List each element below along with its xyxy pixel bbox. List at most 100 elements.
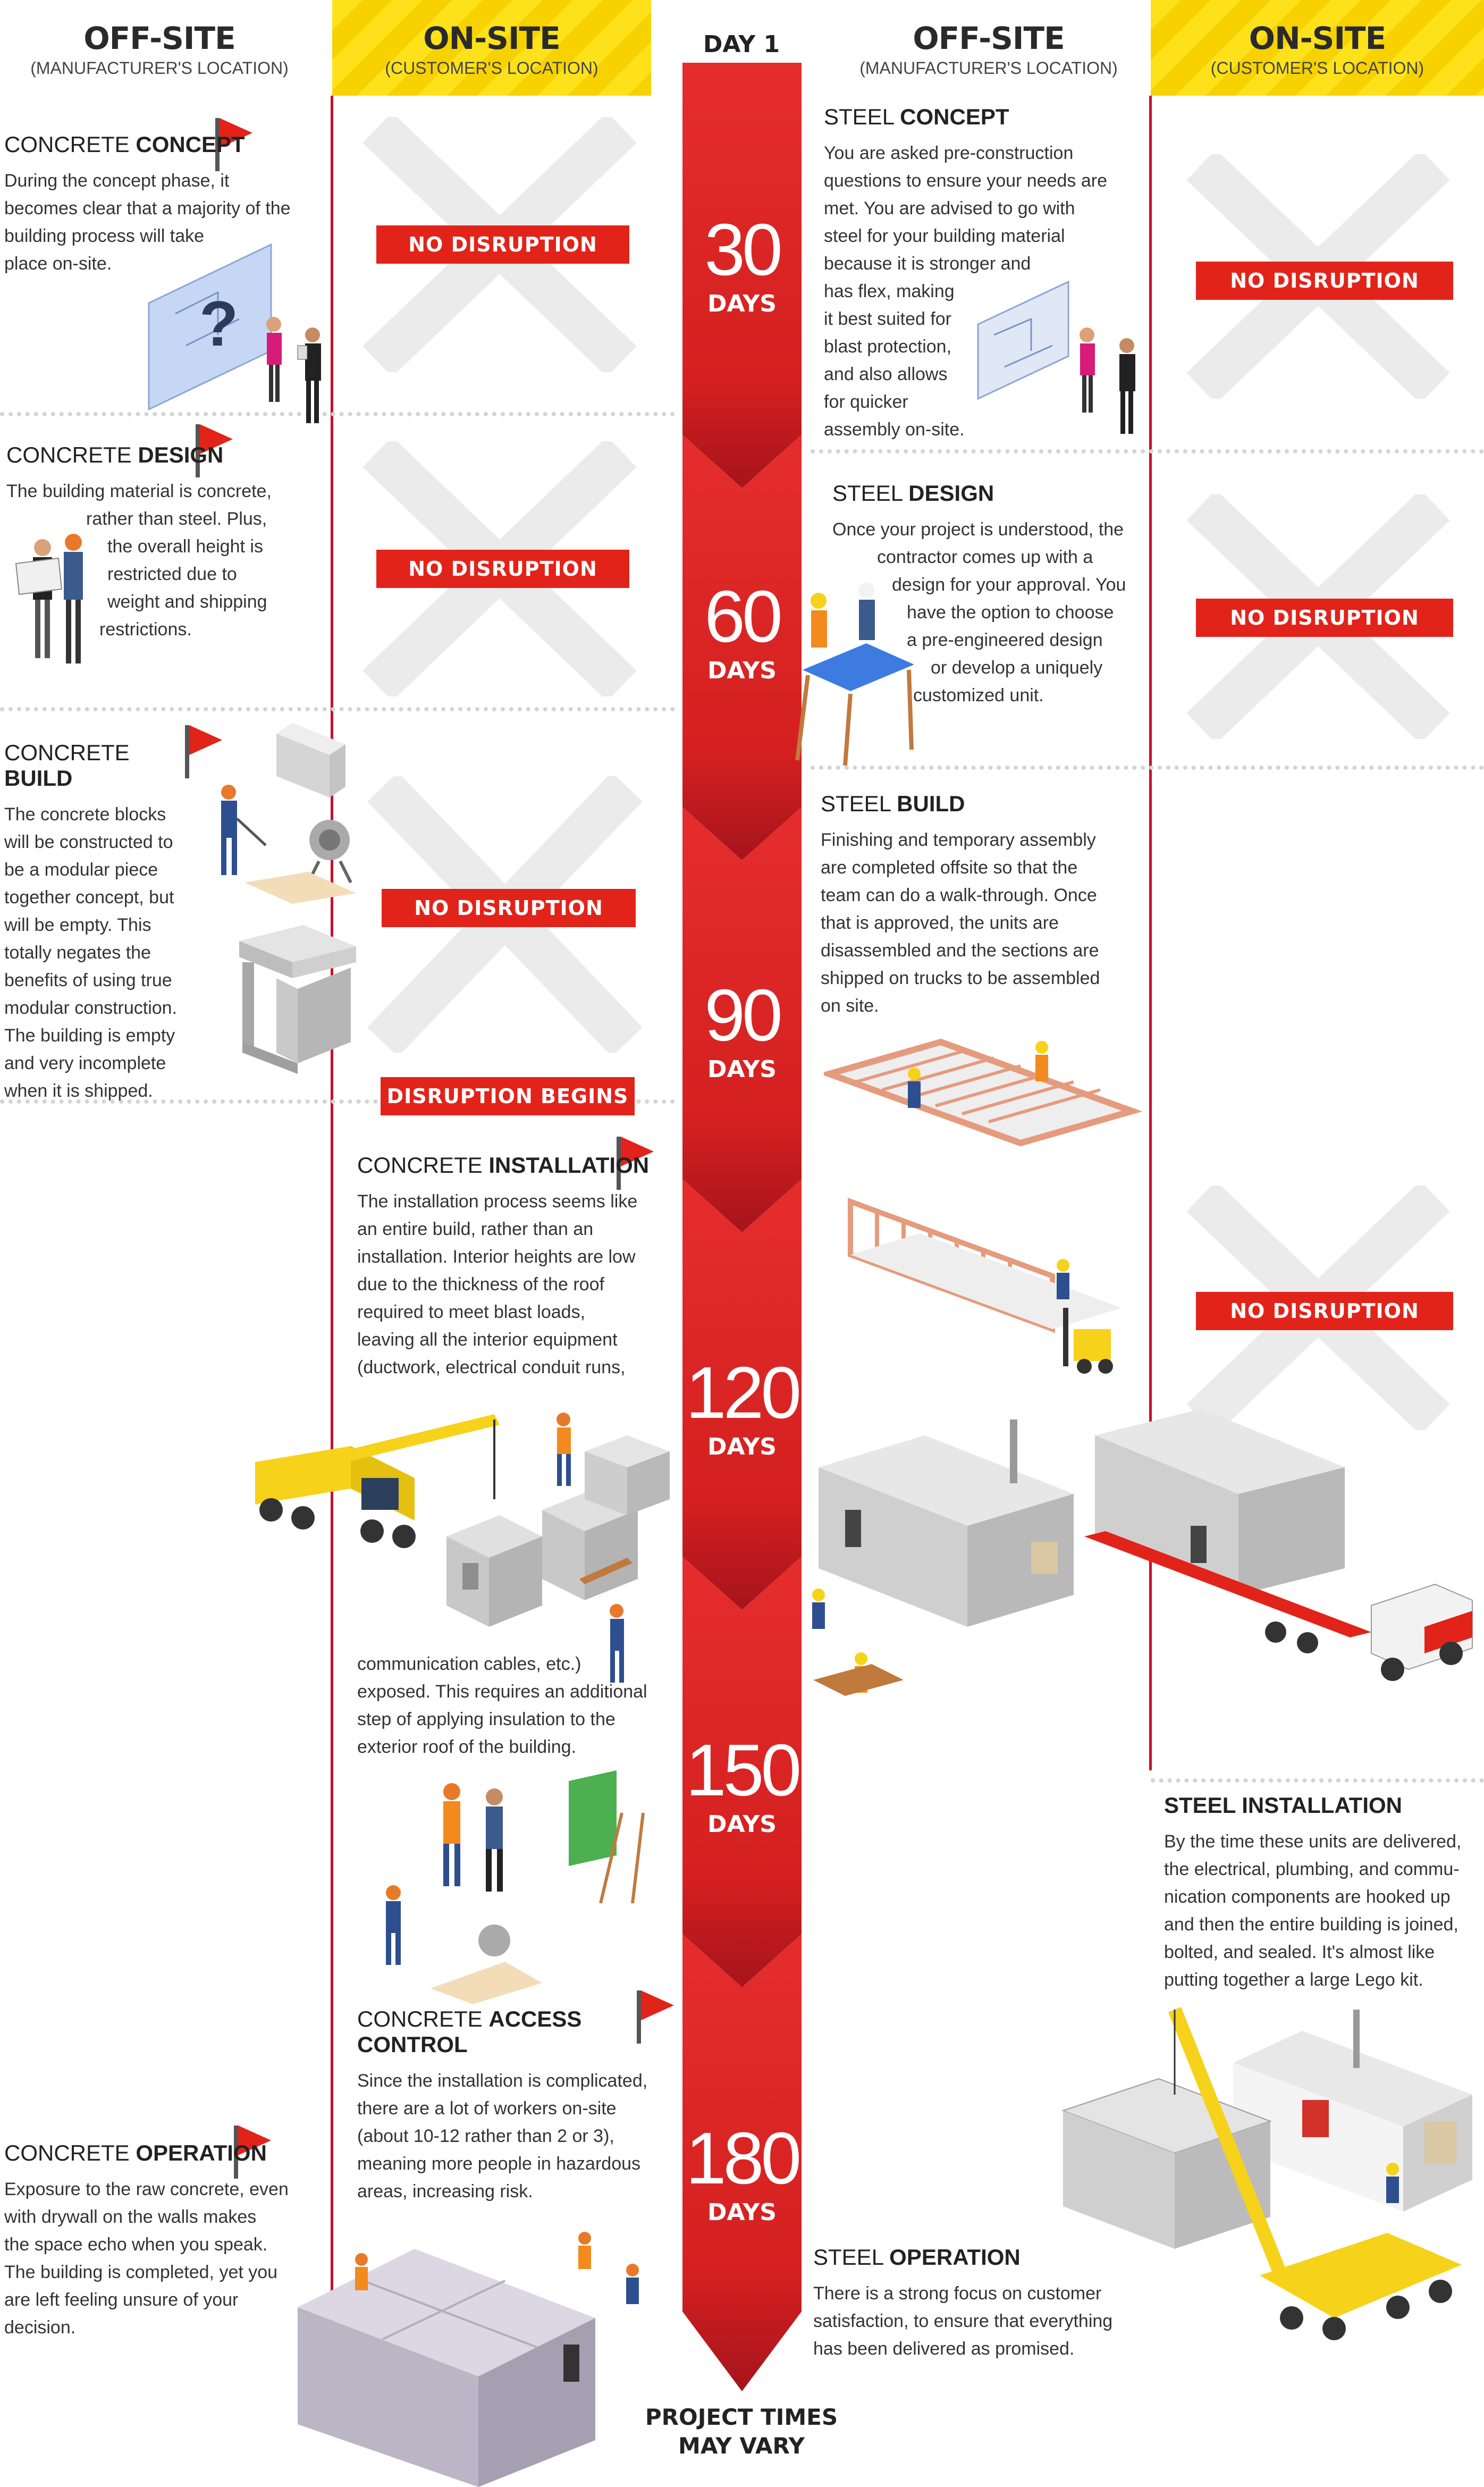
header-subtitle: (CUSTOMER'S LOCATION) xyxy=(1210,58,1424,78)
days-number: 180 xyxy=(685,2118,802,2199)
header-right-offsite: OFF-SITE (MANUFACTURER'S LOCATION) xyxy=(829,0,1148,96)
worker-icon xyxy=(812,1589,825,1629)
work-table xyxy=(813,1664,904,1696)
days-unit: DAYS xyxy=(707,1433,777,1460)
timeline-segment-3 xyxy=(682,807,802,1232)
question-mark-icon: ? xyxy=(199,288,238,359)
concrete-access-control-section: CONCRETE ACCESS CONTROL Since the instal… xyxy=(357,2006,665,2205)
header-left-offsite: OFF-SITE (MANUFACTURER'S LOCATION) xyxy=(0,0,319,96)
cement-mixer-icon xyxy=(478,1925,510,1956)
header-title: ON-SITE xyxy=(1249,20,1386,56)
concrete-design-section: CONCRETE DESIGN The building material is… xyxy=(6,442,315,643)
red-flag-icon xyxy=(234,2125,271,2179)
door-icon xyxy=(563,2345,579,2382)
worker-icon xyxy=(858,582,875,640)
concrete-build-illustration xyxy=(221,723,356,1074)
forklift-icon xyxy=(1063,1308,1113,1374)
no-disruption-badge: NO DISRUPTION xyxy=(1196,599,1453,637)
steel-concept-illustration xyxy=(977,280,1135,434)
days-unit: DAYS xyxy=(707,290,777,317)
no-disruption-badge: NO DISRUPTION xyxy=(376,550,629,588)
footer-line: MAY VARY xyxy=(678,2433,805,2459)
worker-icon xyxy=(443,1783,460,1886)
section-text: By the time these units are delivered,th… xyxy=(1164,1831,1462,1990)
header-subtitle: (CUSTOMER'S LOCATION) xyxy=(385,58,598,78)
separator xyxy=(1151,1778,1484,1783)
disruption-begins-badge: DISRUPTION BEGINS xyxy=(381,1077,635,1115)
design-review-illustration xyxy=(15,534,83,663)
days-number: 30 xyxy=(704,209,783,291)
steel-build-illustration xyxy=(824,1038,1143,1374)
steel-operation-section: STEEL OPERATION There is a strong focus … xyxy=(813,2245,1153,2363)
worker-icon xyxy=(556,1413,571,1486)
red-flag-icon xyxy=(637,1990,674,2044)
concrete-module-frame xyxy=(239,925,356,1074)
steel-frame-floor xyxy=(824,1038,1143,1147)
worker-icon xyxy=(908,1068,921,1108)
person-icon xyxy=(266,317,282,402)
steel-module xyxy=(1095,1409,1345,1595)
separator xyxy=(0,707,675,711)
cement-mixer-icon xyxy=(307,820,352,884)
steel-design-illustration xyxy=(795,582,914,766)
crane-truck-icon xyxy=(1168,2007,1462,2340)
steel-module xyxy=(1061,2078,1272,2249)
no-disruption-badge: NO DISRUPTION xyxy=(1196,1292,1453,1330)
timeline-segment-6 xyxy=(682,1934,802,2391)
header-subtitle: (MANUFACTURER'S LOCATION) xyxy=(859,58,1118,78)
header-right-onsite: ON-SITE (CUSTOMER'S LOCATION) xyxy=(1151,0,1484,96)
red-flag-icon xyxy=(215,118,252,171)
steel-module xyxy=(819,1435,1074,1627)
timeline-arrow xyxy=(682,63,802,2391)
steel-build-section: STEEL BUILD Finishing and temporary asse… xyxy=(821,791,1140,1020)
no-disruption-badge: NO DISRUPTION xyxy=(382,889,636,927)
worker-icon xyxy=(221,785,267,875)
worker-icon xyxy=(486,1788,503,1892)
steel-concept-section: STEEL CONCEPT You are asked pre-construc… xyxy=(824,104,1143,443)
person-icon xyxy=(1119,338,1135,434)
right-onsite-divider xyxy=(1149,96,1152,1770)
section-title: CONCRETE INSTALLATION xyxy=(357,1153,650,1178)
person-icon xyxy=(64,534,83,663)
door-icon xyxy=(1302,2100,1329,2137)
header-title: OFF-SITE xyxy=(913,20,1065,56)
timeline-segment-2 xyxy=(682,435,802,860)
exhaust-pipe xyxy=(1353,2010,1360,2068)
days-unit: DAYS xyxy=(707,1811,777,1838)
left-onsite-divider xyxy=(331,96,333,2382)
worker-icon xyxy=(610,1604,624,1683)
workers-on-site-illustration xyxy=(386,1770,645,2004)
section-text: Since the installation is complicated,th… xyxy=(357,2071,648,2202)
concrete-installation-continued: communication cables, etc.)exposed. This… xyxy=(357,1650,665,1761)
header-title: OFF-SITE xyxy=(83,20,235,56)
red-flag-icon xyxy=(196,424,233,477)
steel-building xyxy=(1233,2031,1472,2212)
days-unit: DAYS xyxy=(707,2199,777,2226)
concept-meeting-illustration: ? xyxy=(148,243,321,423)
trailer-bed xyxy=(1084,1531,1371,1637)
days-number: 150 xyxy=(685,1729,802,1811)
no-disruption-badge: NO DISRUPTION xyxy=(1196,262,1453,300)
crane-truck-icon xyxy=(255,1414,500,1548)
steel-frame-wall xyxy=(848,1197,1122,1333)
separator xyxy=(0,412,675,416)
worker-icon xyxy=(386,1885,401,1965)
concrete-installation-section: CONCRETE INSTALLATION The installation p… xyxy=(357,1153,665,1381)
days-unit: DAYS xyxy=(707,1056,777,1083)
section-title: STEEL INSTALLATION xyxy=(1164,1793,1402,1818)
section-title: STEEL BUILD xyxy=(821,791,965,816)
person-icon xyxy=(1080,327,1095,413)
section-title: CONCRETE CONCEPT xyxy=(4,132,245,157)
semi-truck-icon xyxy=(1265,1583,1473,1681)
timeline-segment-1 xyxy=(682,63,802,488)
concrete-concept-section: CONCRETE CONCEPT During the concept phas… xyxy=(4,132,313,278)
days-number: 60 xyxy=(704,576,783,658)
worker-icon xyxy=(355,2253,368,2290)
